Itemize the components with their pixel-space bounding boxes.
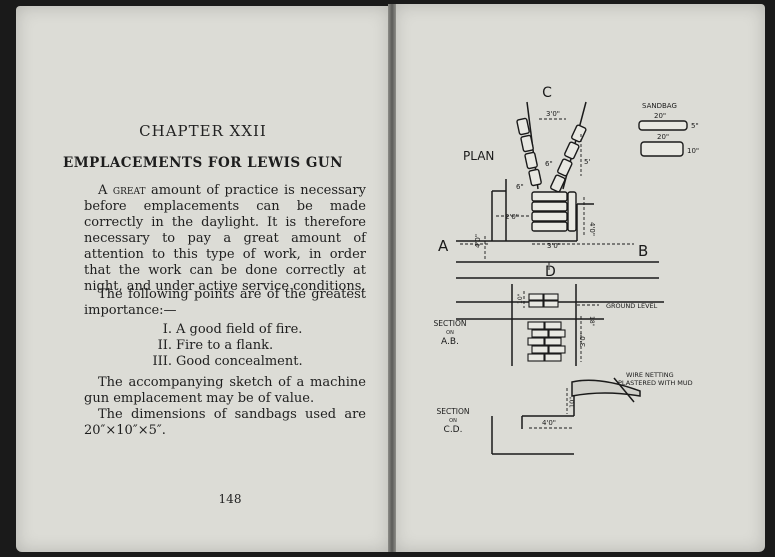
label-d: D xyxy=(545,264,556,280)
paragraph-1-lead: A great xyxy=(98,183,146,198)
sandbag-10: 10" xyxy=(687,147,699,155)
section-cd-line3: C.D. xyxy=(444,425,463,435)
emplacement-diagram: C PLAN A B D 3'0" 5' 6" 6" 2'0" 4'0" 3'0… xyxy=(433,85,699,455)
sandbag-20b: 20" xyxy=(657,133,669,141)
book-gutter xyxy=(388,4,396,552)
list-item: III. Good concealment. xyxy=(84,354,366,370)
sandbag-20a: 20" xyxy=(654,112,666,120)
section-heading: EMPLACEMENTS FOR LEWIS GUN xyxy=(62,155,344,171)
list-item: II. Fire to a flank. xyxy=(84,338,366,354)
section-ab-line1: SECTION xyxy=(433,319,466,328)
list-item: I. A good field of fire. xyxy=(84,322,366,338)
sandbag-5: 5" xyxy=(691,122,699,130)
list-numeral: I. xyxy=(162,322,172,337)
points-list: I. A good field of fire. II. Fire to a f… xyxy=(84,322,366,370)
list-text: A good field of fire. xyxy=(176,322,303,337)
paragraph-2: The following points are of the greatest… xyxy=(84,287,366,318)
label-b: B xyxy=(638,242,648,260)
paragraph-1: A great amount of practice is necessary … xyxy=(84,183,366,295)
left-page xyxy=(16,6,390,552)
list-numeral: II. xyxy=(157,338,172,353)
ground-level-label: GROUND LEVEL xyxy=(606,302,658,310)
wire-label-line2: PLASTERED WITH MUD xyxy=(618,379,693,387)
page-number: 148 xyxy=(218,492,242,506)
label-c: C xyxy=(542,85,552,101)
dim-2: 2'0" xyxy=(505,213,519,221)
dim-cd-10: 10" xyxy=(568,397,576,408)
paragraph-3: The accompanying sketch of a machine gun… xyxy=(84,375,366,406)
section-cd-line2: ON xyxy=(449,418,457,424)
chapter-title: CHAPTER XXII xyxy=(139,122,267,140)
list-text: Good concealment. xyxy=(176,354,303,369)
dim-cd-4: 4'0" xyxy=(542,419,556,427)
dim-top: 3'0" xyxy=(546,110,560,118)
sandbag-title: SANDBAG xyxy=(642,102,677,110)
dim-4v: 4'0" xyxy=(588,222,596,236)
dim-4a: 4'0" xyxy=(474,234,482,248)
section-ab-line2: ON xyxy=(446,330,454,336)
dim-30: 3'0" xyxy=(579,333,587,347)
dim-18: 18" xyxy=(588,316,595,327)
dim-3h: 3'0" xyxy=(547,242,561,250)
label-plan: PLAN xyxy=(463,149,494,163)
dim-6a: 6" xyxy=(516,183,524,191)
section-ab-line3: A.B. xyxy=(441,337,459,347)
dim-5: 5' xyxy=(584,158,590,166)
wire-label-line1: WIRE NETTING xyxy=(626,371,674,379)
paragraph-4: The dimensions of sandbags used are 20″×… xyxy=(84,407,366,438)
section-cd-line1: SECTION xyxy=(436,407,469,416)
label-a: A xyxy=(438,237,449,255)
dim-10: 10" xyxy=(517,293,524,304)
list-text: Fire to a flank. xyxy=(176,338,274,353)
paragraph-1-text: amount of practice is necessary before e… xyxy=(84,183,366,294)
dim-6b: 6" xyxy=(545,160,553,168)
list-numeral: III. xyxy=(152,354,172,369)
